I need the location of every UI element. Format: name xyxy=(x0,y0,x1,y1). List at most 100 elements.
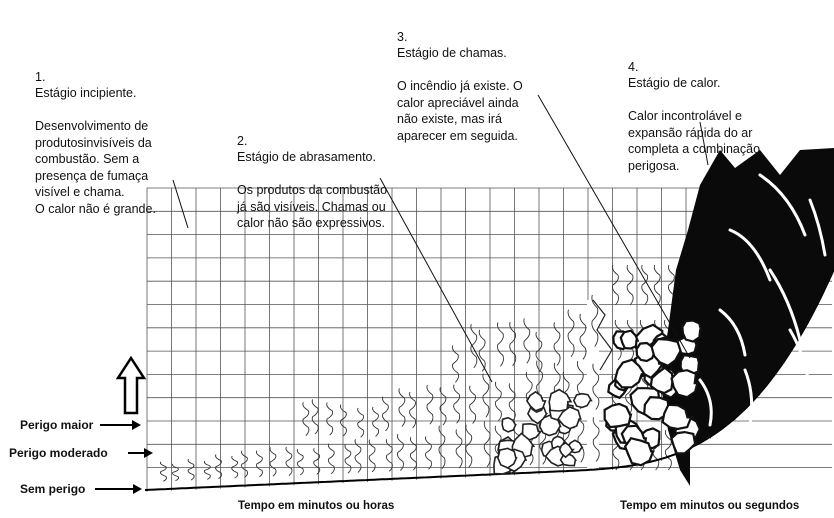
heat-wisp xyxy=(465,424,473,468)
heat-wisp xyxy=(398,388,406,427)
stage-2-title: Estágio de abrasamento. xyxy=(237,150,376,164)
stage-4-title: Estágio de calor. xyxy=(628,76,721,90)
heat-swirl xyxy=(718,308,747,357)
stage-2-number: 2. xyxy=(237,133,248,148)
heat-wisp xyxy=(340,404,347,437)
flame-lick xyxy=(643,395,671,421)
heat-wisp xyxy=(372,406,380,437)
stage-2-leader xyxy=(379,177,493,383)
heat-swirl xyxy=(743,368,754,427)
heat-wisp xyxy=(326,402,334,436)
heat-wisp xyxy=(382,396,389,432)
smoke-puff xyxy=(548,388,573,412)
heat-wisp xyxy=(385,439,393,472)
heat-wisp xyxy=(344,444,352,474)
smoke-puff xyxy=(497,447,518,469)
flame-lick xyxy=(670,430,699,455)
stage-2-note: 2. Estágio de abrasamento. Os produtos d… xyxy=(237,116,387,232)
heat-wisp xyxy=(592,363,600,410)
heat-swirl xyxy=(758,173,807,237)
heat-wisp xyxy=(313,448,321,475)
stage-1-number: 1. xyxy=(35,69,46,84)
stage-3-text: O incêndio já existe. O calor apreciável… xyxy=(397,79,523,143)
heat-wisp xyxy=(455,429,463,469)
arrow-head-icon xyxy=(133,484,142,494)
flame-lick xyxy=(661,403,693,431)
heat-wisp xyxy=(509,321,517,367)
flame-lick xyxy=(650,337,683,368)
heat-wisp xyxy=(409,391,417,429)
flame-lick xyxy=(623,436,655,467)
stage-4-leader xyxy=(699,121,709,166)
stage-4-note: 4. Estágio de calor. Calor incontrolável… xyxy=(628,42,760,174)
break-zigzag xyxy=(592,299,613,371)
heat-wisp xyxy=(438,425,446,470)
heat-wisp xyxy=(612,264,619,306)
heat-wisp xyxy=(159,461,167,482)
stage-1-note: 1. Estágio incipiente. Desenvolvimento d… xyxy=(35,52,156,217)
heat-wisp xyxy=(203,460,211,480)
heat-wisp xyxy=(567,309,575,358)
flame-lick xyxy=(603,402,633,429)
heat-wisp xyxy=(256,450,263,478)
heat-wisp xyxy=(269,447,277,477)
smoke-puff xyxy=(525,390,547,412)
flame-lick xyxy=(670,369,699,399)
time-axis-label-right: Tempo em minutos ou segundos xyxy=(620,500,800,512)
flame-lick xyxy=(681,319,703,343)
heat-wisp xyxy=(311,399,319,435)
heat-wisp xyxy=(497,322,504,367)
smoke-puff xyxy=(558,441,575,459)
flame-lick xyxy=(619,329,640,350)
heat-wisp xyxy=(409,436,417,471)
arrow-head-icon xyxy=(132,420,141,430)
danger-label-none: Sem perigo xyxy=(20,482,86,496)
heat-wisp xyxy=(626,264,634,306)
stage-4-number: 4. xyxy=(628,59,639,74)
stage-2-text: Os produtos da combustão já são visíveis… xyxy=(237,183,388,230)
heat-wisp xyxy=(215,454,223,480)
heat-wisp xyxy=(327,443,335,475)
heat-wisp xyxy=(483,421,491,468)
heat-wisp xyxy=(231,455,239,479)
heat-wisp xyxy=(426,384,434,425)
callout-leader-lines xyxy=(172,94,709,383)
heat-swirl xyxy=(728,228,772,282)
heat-wisp xyxy=(357,407,365,438)
smoke-puff xyxy=(557,406,582,430)
heat-wisp xyxy=(470,323,478,369)
heat-wisp xyxy=(296,449,304,476)
heat-wisp xyxy=(397,433,404,471)
heat-wisp xyxy=(494,381,502,422)
flame-and-smoke-masses xyxy=(493,148,834,486)
heat-wisp xyxy=(302,402,310,436)
heat-swirl xyxy=(788,328,812,392)
stage-3-title: Estágio de chamas. xyxy=(397,46,507,60)
heat-wisp xyxy=(354,439,362,473)
stage-3-number: 3. xyxy=(397,29,408,44)
stage-4-text: Calor incontrolável e expansão rápida do… xyxy=(628,109,761,173)
heat-wisp xyxy=(553,322,561,366)
heat-wisp xyxy=(535,331,543,373)
heat-wisp xyxy=(482,373,490,418)
heat-wisp xyxy=(368,439,376,473)
up-arrow-icon xyxy=(115,355,147,415)
heat-wisp xyxy=(241,450,249,478)
heat-wisp xyxy=(577,411,585,463)
smoke-puff xyxy=(572,392,593,409)
heat-swirl xyxy=(698,378,713,427)
smoke-puff xyxy=(501,416,517,433)
scale-gap-panel xyxy=(587,300,599,485)
stage-1-text: Desenvolvimento de produtosinvisíveis da… xyxy=(35,119,156,216)
stage-4-heat-mass xyxy=(660,148,834,486)
time-axis-label-left: Tempo em minutos ou horas xyxy=(238,500,395,512)
heat-wisp xyxy=(172,463,180,482)
heat-wisp xyxy=(452,345,459,383)
stage-1-title: Estágio incipiente. xyxy=(35,86,137,100)
stage-3-note: 3. Estágio de chamas. O incêndio já exis… xyxy=(397,12,523,144)
smoke-puff xyxy=(538,414,562,437)
heat-wisp xyxy=(469,385,477,424)
flame-lick xyxy=(613,358,647,389)
heat-wisp xyxy=(453,384,461,424)
